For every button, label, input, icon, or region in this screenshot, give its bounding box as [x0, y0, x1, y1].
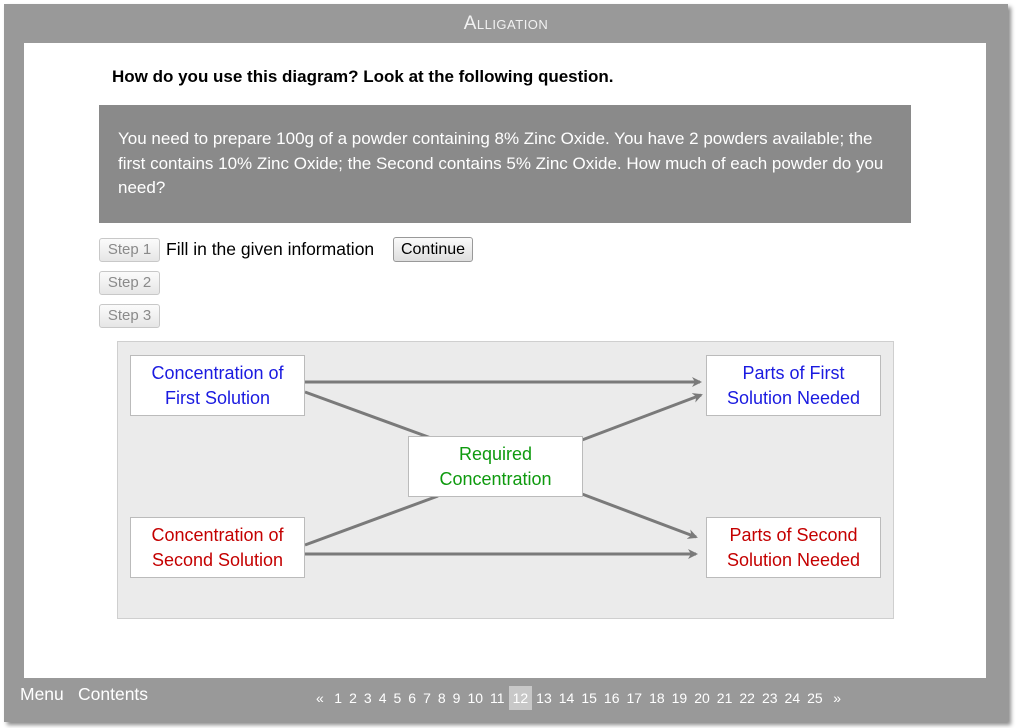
arrow-required-to-first-parts [581, 393, 703, 442]
first-concentration-line1: Concentration of [151, 363, 284, 383]
required-concentration-line1: Required [458, 444, 533, 464]
page-8-button[interactable]: 8 [437, 690, 446, 706]
page-17-button[interactable]: 17 [626, 690, 643, 706]
step-3-button[interactable]: Step 3 [99, 304, 160, 328]
arrow-second-to-required [304, 494, 439, 547]
first-parts-line1: Parts of First [742, 363, 845, 383]
content-area: How do you use this diagram? Look at the… [24, 43, 986, 678]
first-concentration-line2: First Solution [164, 387, 271, 408]
second-concentration-line2: Second Solution [151, 549, 284, 570]
page-22-button[interactable]: 22 [739, 690, 755, 706]
window-title: Alligation [463, 13, 549, 34]
first-concentration-box: Concentration of First Solution [130, 355, 305, 416]
arrow-required-to-second-parts [581, 492, 698, 539]
page-11-button[interactable]: 11 [490, 690, 505, 706]
second-parts-line1: Parts of Second [729, 525, 858, 545]
page-15-button[interactable]: 15 [581, 690, 597, 706]
window-frame: Alligation How do you use this diagram? … [4, 4, 1008, 722]
continue-button[interactable]: Continue [393, 237, 473, 262]
page-24-button[interactable]: 24 [784, 690, 801, 706]
page-25-button[interactable]: 25 [807, 690, 823, 706]
page-3-button[interactable]: 3 [363, 690, 372, 706]
page-6-button[interactable]: 6 [408, 690, 417, 706]
second-concentration-box: Concentration of Second Solution [130, 517, 305, 578]
first-parts-line2: Solution Needed [726, 387, 861, 408]
page-19-button[interactable]: 19 [671, 690, 688, 706]
page-9-button[interactable]: 9 [452, 690, 461, 706]
question-box: You need to prepare 100g of a powder con… [99, 105, 911, 223]
page-16-button[interactable]: 16 [603, 690, 620, 706]
arrow-first-to-required [304, 390, 432, 440]
second-concentration-line1: Concentration of [151, 525, 284, 545]
page-2-button[interactable]: 2 [349, 690, 357, 706]
page-21-button[interactable]: 21 [716, 690, 733, 706]
prev-page-button[interactable]: « [316, 690, 324, 706]
second-parts-line2: Solution Needed [726, 549, 861, 570]
step-1-button[interactable]: Step 1 [99, 238, 160, 262]
page-20-button[interactable]: 20 [694, 690, 710, 706]
next-page-button[interactable]: » [833, 690, 841, 706]
required-concentration-line2: Concentration [439, 468, 552, 489]
menu-link[interactable]: Menu [20, 684, 64, 704]
step-1-instruction: Fill in the given information [166, 239, 375, 259]
page-14-button[interactable]: 14 [558, 690, 575, 706]
question-heading: How do you use this diagram? Look at the… [112, 67, 614, 86]
page-12-button[interactable]: 12 [508, 686, 533, 710]
step-2-button[interactable]: Step 2 [99, 271, 160, 295]
contents-link[interactable]: Contents [78, 684, 149, 704]
page-18-button[interactable]: 18 [649, 690, 665, 706]
page-13-button[interactable]: 13 [536, 690, 552, 706]
diagram-arrows [304, 377, 703, 559]
page-4-button[interactable]: 4 [378, 690, 387, 706]
page-5-button[interactable]: 5 [393, 690, 402, 706]
page-7-button[interactable]: 7 [423, 690, 431, 706]
page-1-button[interactable]: 1 [334, 690, 343, 706]
page-23-button[interactable]: 23 [761, 690, 778, 706]
alligation-diagram: Concentration of First Solution Concentra… [117, 341, 894, 619]
page-10-button[interactable]: 10 [467, 690, 484, 706]
